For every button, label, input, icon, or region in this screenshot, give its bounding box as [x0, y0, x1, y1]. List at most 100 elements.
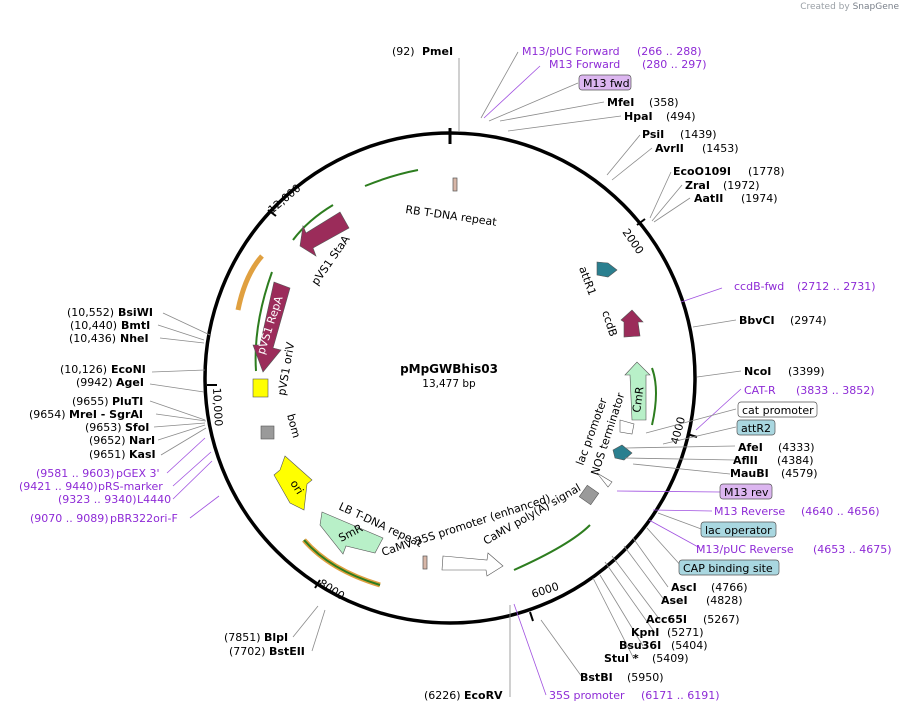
plasmid-name: pMpGWBhis03 — [400, 362, 498, 376]
feature-ori: ori — [273, 455, 313, 511]
enzyme-zrai: ZraI — [685, 179, 710, 192]
svg-text:(5404): (5404) — [671, 639, 708, 652]
svg-text:RB T-DNA repeat: RB T-DNA repeat — [405, 203, 499, 229]
enzyme-asci: AscI — [671, 581, 697, 594]
feature-m13-rev: M13 rev — [724, 486, 769, 499]
svg-text:(2974): (2974) — [790, 314, 827, 327]
enzyme-ncoi: NcoI — [744, 365, 771, 378]
svg-text:(4766): (4766) — [711, 581, 748, 594]
tick-10000: 10,000 — [207, 384, 225, 427]
svg-text:(10,126): (10,126) — [60, 363, 107, 376]
tick-8000: 8000 — [314, 577, 347, 603]
svg-text:(1778): (1778) — [748, 165, 785, 178]
primer-m13-reverse: M13 Reverse — [714, 505, 785, 518]
svg-text:ori: ori — [287, 478, 306, 497]
snapgene-credit: Created by SnapGene — [800, 2, 899, 12]
svg-text:(1972): (1972) — [723, 179, 760, 192]
tick-12000: 12,000 — [266, 182, 304, 217]
svg-text:ccdB: ccdB — [599, 309, 620, 338]
svg-text:(3833 .. 3852): (3833 .. 3852) — [796, 384, 875, 397]
svg-text:8000: 8000 — [316, 577, 347, 603]
svg-text:(6226): (6226) — [424, 689, 461, 702]
svg-text:(4333): (4333) — [778, 441, 815, 454]
enzyme-bsu36i: Bsu36I — [619, 639, 661, 652]
feature-rb-repeat: RB T-DNA repeat — [405, 177, 499, 229]
svg-text:(266 .. 288): (266 .. 288) — [637, 45, 702, 58]
primer-prs-marker: pRS-marker — [98, 480, 163, 493]
svg-text:(7702): (7702) — [229, 645, 266, 658]
svg-text:(1453): (1453) — [702, 142, 739, 155]
feature-cat-promoter: cat promoter — [742, 404, 814, 417]
svg-text:(5950): (5950) — [627, 671, 664, 684]
svg-text:(92): (92) — [392, 45, 415, 58]
svg-text:(3399): (3399) — [788, 365, 825, 378]
enzyme-mfei: MfeI — [607, 96, 634, 109]
credit-brand: SnapGene — [852, 2, 899, 12]
svg-text:CaMV 35S promoter (enhanced): CaMV 35S promoter (enhanced) — [380, 492, 552, 559]
enzyme-ecoo109i: EcoO109I — [673, 165, 731, 178]
enzyme-pluti: PluTI — [112, 395, 143, 408]
primer-m13-puc-forward: M13/pUC Forward — [522, 45, 620, 58]
enzyme-econi: EcoNI — [111, 363, 146, 376]
enzyme-bstbi: BstBI — [580, 671, 613, 684]
feature-attr2 — [612, 444, 633, 461]
svg-text:(1439): (1439) — [680, 128, 717, 141]
enzyme-mrei-sgrai: MreI - SgrAI — [69, 408, 143, 421]
enzyme-aflii: AflII — [733, 454, 758, 467]
orf-arc-2 — [292, 204, 334, 241]
svg-text:(9581 .. 9603): (9581 .. 9603) — [36, 467, 115, 480]
primer-l4440: L4440 — [137, 493, 171, 506]
enzyme-bmti: BmtI — [121, 319, 150, 332]
svg-text:(4384): (4384) — [777, 454, 814, 467]
leader-lines — [149, 51, 742, 697]
feature-attr1: attR1 — [576, 261, 618, 297]
svg-text:(10,440): (10,440) — [70, 319, 117, 332]
feature-cap-binding-site: CAP binding site — [683, 562, 773, 575]
feature-attr2-label: attR2 — [741, 422, 771, 435]
primer-m13-puc-reverse: M13/pUC Reverse — [696, 543, 794, 556]
orf-arc-4-orange — [235, 254, 264, 311]
enzyme-maubi: MauBI — [730, 467, 769, 480]
labels-right: M13/pUC Forward (266 .. 288) M13 Forward… — [522, 45, 892, 702]
feature-m13-fwd: M13 fwd — [583, 77, 630, 90]
svg-text:(358): (358) — [649, 96, 679, 109]
svg-text:(9070 .. 9089): (9070 .. 9089) — [30, 512, 109, 525]
credit-created-by: Created by — [800, 2, 850, 12]
svg-text:(10,436): (10,436) — [69, 332, 116, 345]
svg-text:(9651): (9651) — [89, 448, 126, 461]
svg-text:(9652): (9652) — [89, 434, 126, 447]
plasmid-size: 13,477 bp — [422, 378, 476, 390]
enzyme-bsiwi: BsiWI — [118, 306, 153, 319]
enzyme-agei: AgeI — [116, 376, 144, 389]
svg-text:(280 .. 297): (280 .. 297) — [642, 58, 707, 71]
svg-text:(7851): (7851) — [224, 631, 261, 644]
primer-pgex-3: pGEX 3' — [116, 467, 160, 480]
primer-35s-promoter: 35S promoter — [549, 689, 625, 702]
primer-m13-forward: M13 Forward — [549, 58, 620, 71]
enzyme-nhei: NheI — [120, 332, 149, 345]
orf-arc-7 — [651, 367, 657, 426]
enzyme-bsteii: BstEII — [269, 645, 305, 658]
enzyme-acc65i: Acc65I — [646, 613, 687, 626]
svg-text:12,000: 12,000 — [266, 182, 304, 217]
svg-text:(4640 .. 4656): (4640 .. 4656) — [801, 505, 880, 518]
svg-text:(9653): (9653) — [85, 421, 122, 434]
svg-text:bom: bom — [284, 412, 303, 439]
svg-text:(494): (494) — [666, 110, 696, 123]
svg-text:(2712 .. 2731): (2712 .. 2731) — [797, 280, 876, 293]
enzyme-hpai: HpaI — [624, 110, 653, 123]
enzyme-afei: AfeI — [738, 441, 763, 454]
svg-text:(1974): (1974) — [741, 192, 778, 205]
labels-left: (92) PmeI (10,552) BsiWI (10,440) BmtI (… — [19, 45, 503, 702]
svg-text:(9942): (9942) — [76, 376, 113, 389]
primer-cat-r: CAT-R — [744, 384, 776, 397]
enzyme-nari: NarI — [129, 434, 155, 447]
orf-arc-3 — [254, 271, 273, 372]
enzyme-aatii: AatII — [694, 192, 723, 205]
svg-text:2000: 2000 — [620, 226, 647, 256]
orf-arc-5 — [303, 539, 381, 586]
feature-smr: SmR — [319, 511, 384, 555]
feature-bom: bom — [260, 412, 303, 439]
feature-cmr: CmR — [624, 361, 651, 421]
